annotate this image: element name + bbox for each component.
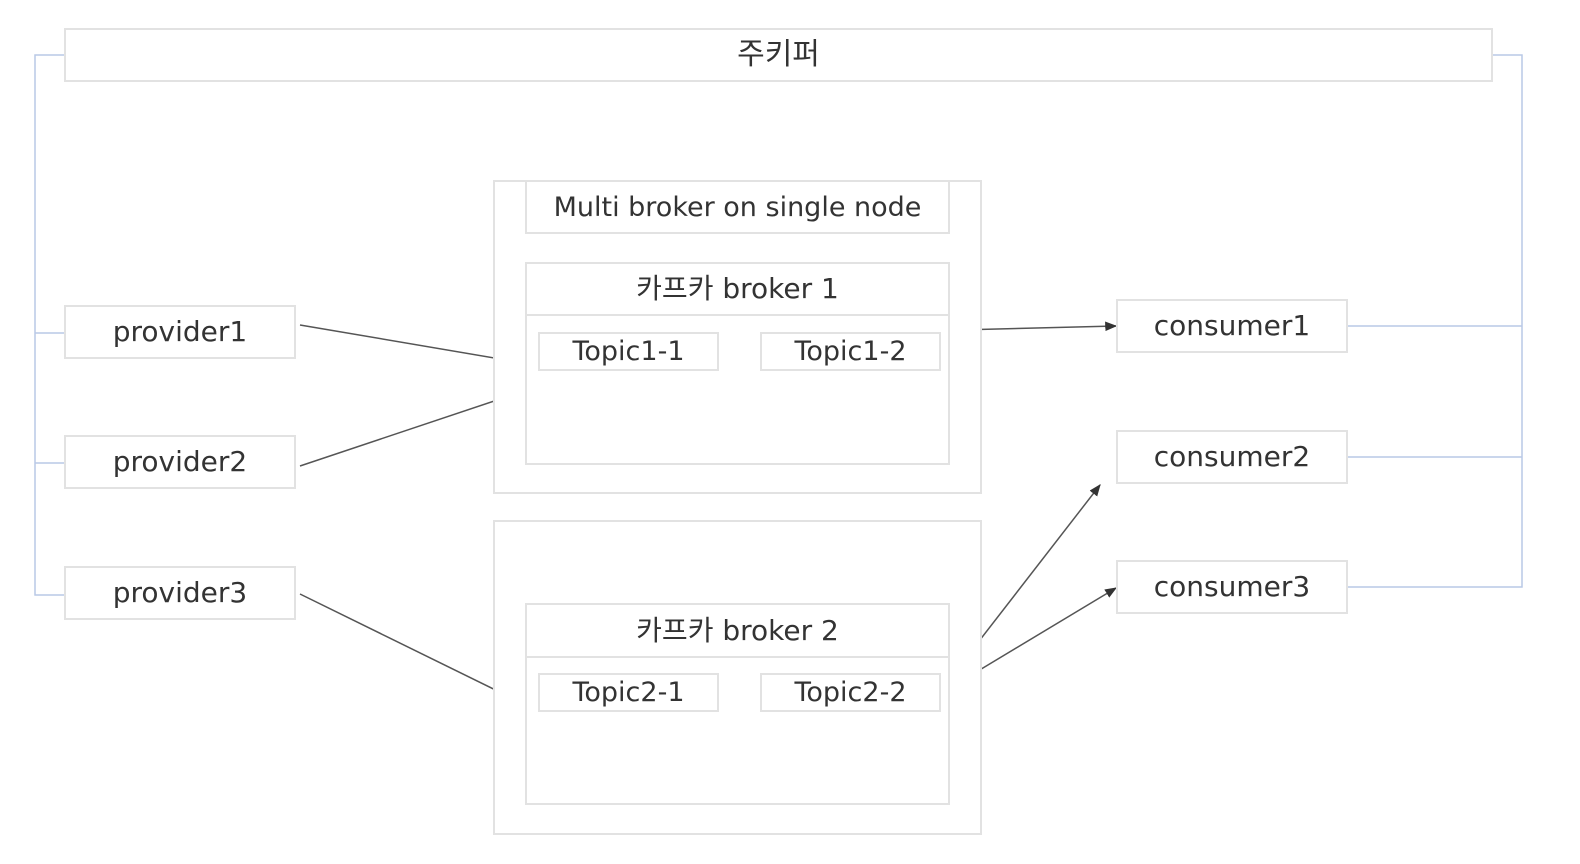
arrow-provider3-to-broker2 [299, 593, 526, 705]
consumer-3-label: consumer3 [1153, 570, 1311, 603]
broker-1-label: 카프카 broker 1 [636, 272, 839, 305]
provider-3: provider3 [64, 566, 296, 620]
cluster-title-text: Multi broker on single node [553, 191, 922, 223]
topic-2-2: Topic2-2 [760, 673, 941, 712]
arrow-provider2-to-broker1 [299, 389, 526, 467]
topic-2-2-label: Topic2-2 [794, 677, 907, 708]
topic-1-1: Topic1-1 [538, 332, 719, 371]
topic-2-1-label: Topic2-1 [572, 677, 685, 708]
zookeeper-label: 주키퍼 [737, 37, 820, 72]
consumer-2: consumer2 [1116, 430, 1348, 484]
arrow-provider1-to-broker1 [299, 324, 526, 366]
zookeeper-link-providers [34, 54, 64, 596]
consumer-2-label: consumer2 [1153, 440, 1311, 473]
provider-2: provider2 [64, 435, 296, 489]
zookeeper-box: 주키퍼 [64, 28, 1493, 82]
provider-1-label: provider1 [112, 315, 248, 348]
provider-3-label: provider3 [112, 576, 248, 609]
topic-1-2: Topic1-2 [760, 332, 941, 371]
cluster-title: Multi broker on single node [525, 180, 950, 234]
zookeeper-link-consumers [1348, 54, 1523, 588]
consumer-1: consumer1 [1116, 299, 1348, 353]
broker-2-header: 카프카 broker 2 [525, 603, 950, 658]
consumer-1-label: consumer1 [1153, 309, 1311, 342]
broker-2-label: 카프카 broker 2 [636, 613, 839, 647]
topic-1-2-label: Topic1-2 [794, 336, 907, 367]
broker-1-header: 카프카 broker 1 [525, 262, 950, 316]
topic-1-1-label: Topic1-1 [572, 336, 685, 367]
topic-2-1: Topic2-1 [538, 673, 719, 712]
consumer-3: consumer3 [1116, 560, 1348, 614]
provider-2-label: provider2 [112, 445, 248, 478]
provider-1: provider1 [64, 305, 296, 359]
